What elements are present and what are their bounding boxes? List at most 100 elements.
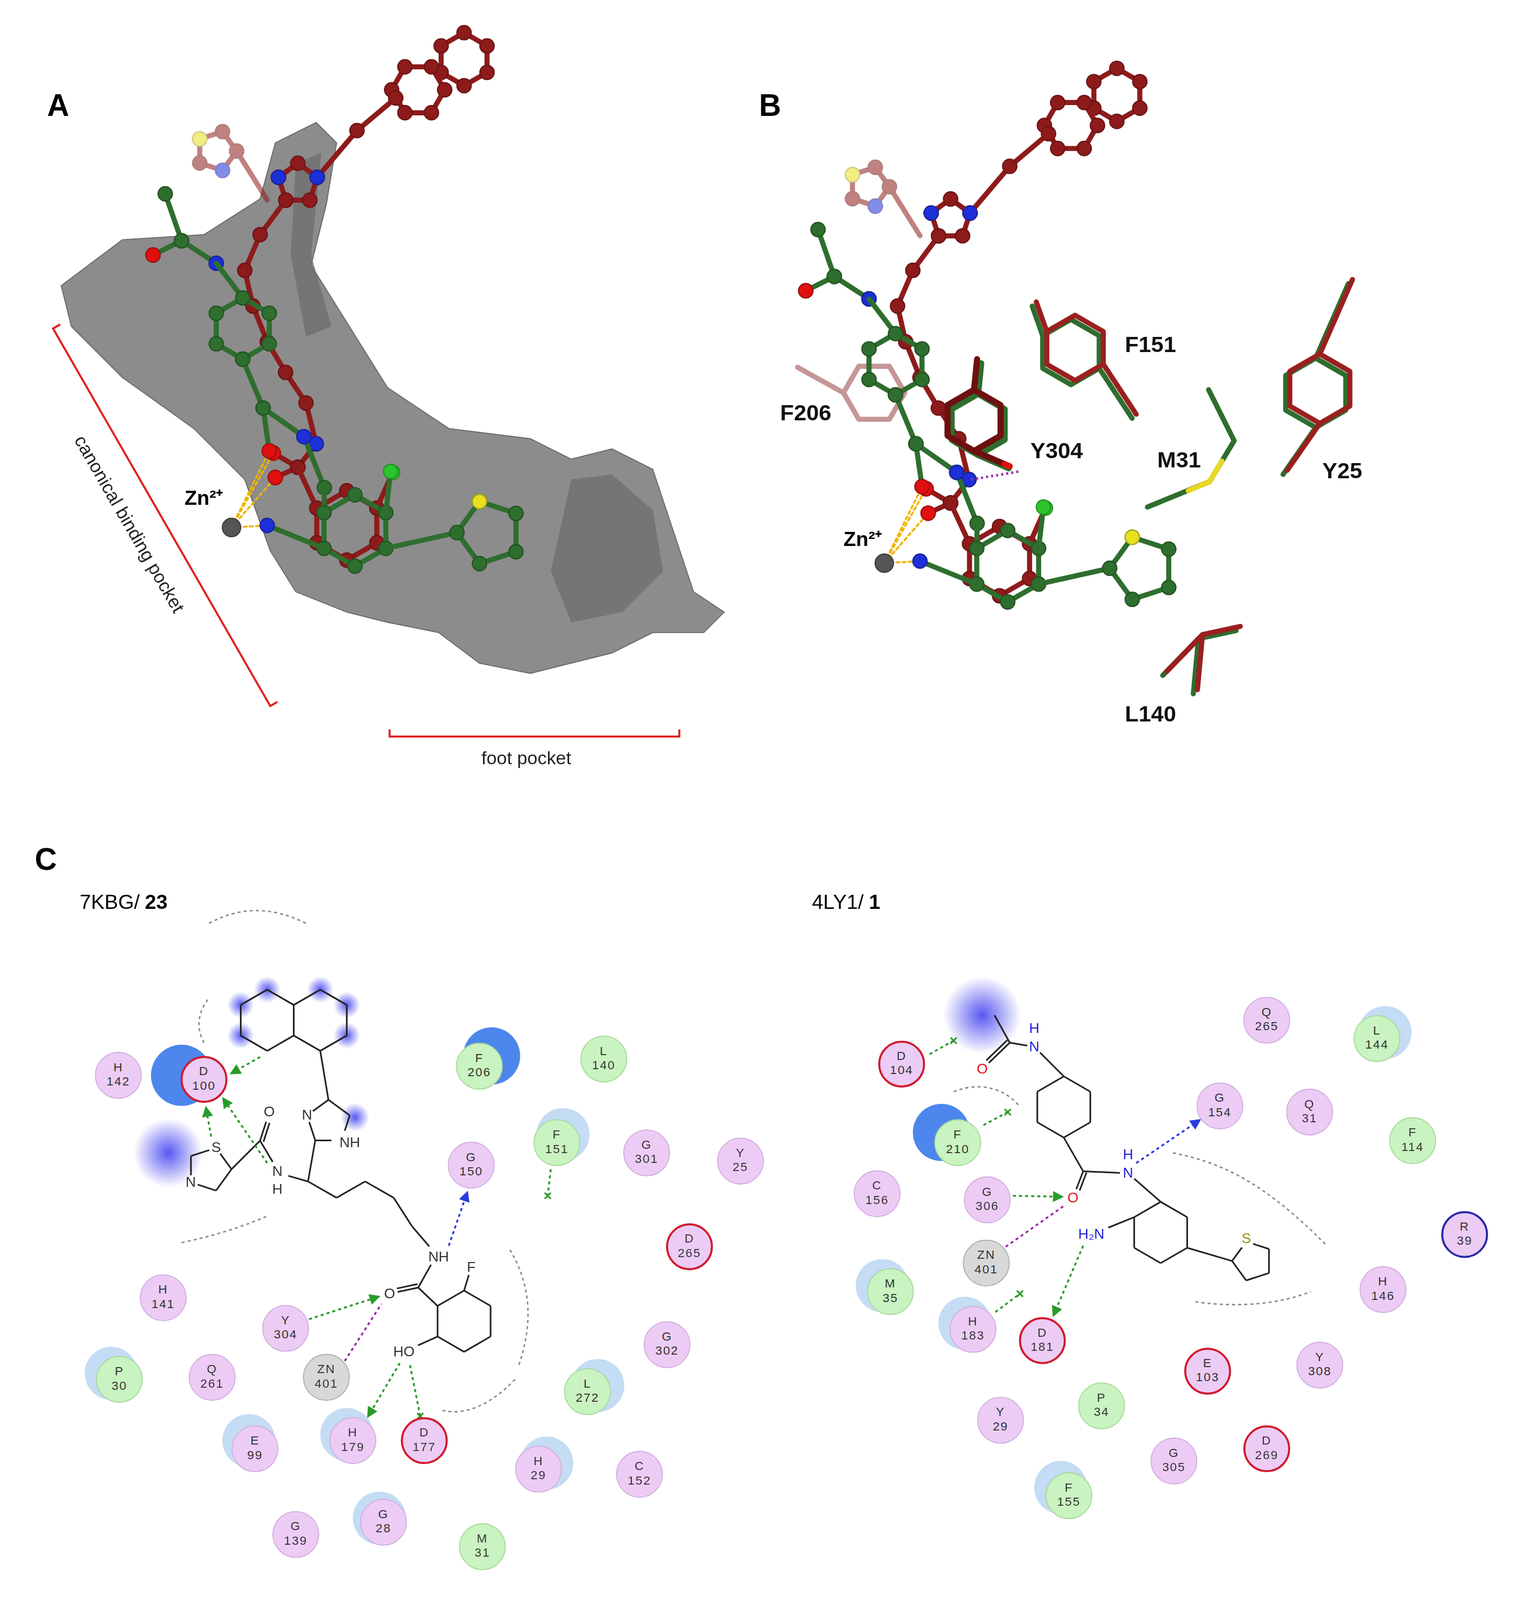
atom-ball (1125, 530, 1140, 545)
illustration-part (236, 151, 268, 200)
residue-circle: L 140 (580, 1035, 628, 1083)
atom-label: H (272, 1181, 283, 1198)
illustration-part (845, 160, 920, 236)
atom-ball (1090, 118, 1105, 133)
atom-ball (215, 162, 230, 178)
atom-ball (310, 170, 325, 185)
atom-label: F (466, 1258, 476, 1275)
residue-label: F151 (1125, 332, 1177, 358)
atom-ball (449, 525, 465, 540)
pocket-shade (290, 153, 664, 623)
bond-line (418, 1264, 432, 1288)
interaction-line (1012, 1195, 1062, 1197)
atom-ball (1050, 141, 1065, 156)
residue-label: Y 29 (992, 1405, 1009, 1434)
bond-line (1079, 1172, 1087, 1191)
panel-b-art (797, 61, 1353, 694)
residue-circle: G 139 (272, 1510, 320, 1558)
atom-ball (397, 59, 413, 74)
atom-ball (1036, 499, 1051, 514)
bond-line (267, 989, 295, 1005)
illustration-part (947, 389, 1001, 452)
illustration-part (457, 501, 517, 564)
atom-ball (908, 436, 923, 451)
residue-circle: E 103 (1184, 1347, 1232, 1395)
residue-label: H 29 (530, 1454, 547, 1483)
atom-ball (1000, 594, 1015, 609)
illustration-part (317, 98, 396, 178)
residue-label: F 210 (945, 1128, 970, 1157)
bond-line (1037, 1075, 1064, 1092)
illustration-part (1319, 279, 1353, 355)
bond-line (294, 989, 321, 1005)
residue-circle: D 177 (400, 1416, 448, 1464)
bond-line (259, 1140, 273, 1162)
atom-ball (349, 123, 364, 138)
bond-line (1245, 1272, 1269, 1281)
residue-circle: Y 29 (977, 1396, 1025, 1444)
residue-circle: D 269 (1243, 1424, 1291, 1472)
atom-ball (472, 494, 487, 509)
atom-ball (256, 400, 271, 415)
illustration-part (1046, 315, 1103, 381)
residue-label: D 177 (412, 1426, 436, 1455)
illustration-part (323, 494, 386, 567)
atom-ball (237, 263, 252, 278)
residue-circle: D 265 (666, 1222, 714, 1270)
ligand-pose (145, 25, 524, 574)
atom-ball (1109, 61, 1124, 76)
atom-ball (424, 105, 439, 120)
residue-label: H 142 (106, 1060, 130, 1089)
atom-label: H (1123, 1146, 1134, 1163)
bond-line (292, 1004, 295, 1036)
illustration-part (216, 297, 270, 359)
bond-line (464, 1290, 491, 1306)
atom-label: NH (428, 1248, 449, 1265)
atom-ball (479, 38, 494, 54)
illustration-part (797, 367, 844, 393)
residue-label: P 30 (111, 1365, 128, 1394)
residue-label: D 269 (1255, 1434, 1279, 1463)
bond-line (994, 1014, 1010, 1043)
residue-label: G 302 (655, 1330, 679, 1359)
atom-ball (268, 470, 283, 485)
residue-label: E 99 (246, 1434, 263, 1463)
atom-ball (1125, 591, 1140, 606)
interaction-line (1005, 1205, 1064, 1246)
bond-line (1252, 1243, 1270, 1249)
bond-line (364, 1180, 394, 1198)
atom-ball (145, 247, 160, 263)
interaction-cross (950, 1037, 957, 1044)
solvent-blob (340, 1102, 370, 1132)
atom-ball (229, 144, 244, 159)
bond-line (216, 1169, 232, 1191)
residue-circle: G 305 (1150, 1437, 1198, 1485)
bond-line (436, 1305, 439, 1337)
illustration-part (242, 358, 325, 488)
residue-circle: F 210 (934, 1118, 982, 1166)
residue-circle: Q 31 (1286, 1088, 1334, 1136)
residue-label: G 150 (459, 1150, 483, 1179)
illustration-part (974, 451, 1005, 465)
pocket-contour (209, 910, 306, 924)
atom-ball (347, 558, 362, 573)
illustration-part (889, 186, 921, 236)
residue-circle: ZN 401 (302, 1353, 350, 1401)
residue-circle: Y 308 (1296, 1341, 1344, 1389)
bracket-line (53, 324, 278, 706)
bond-line (346, 1004, 348, 1036)
residue-label: Q 261 (200, 1362, 224, 1392)
residue-label: G 154 (1208, 1091, 1232, 1120)
atom-ball (1125, 530, 1140, 545)
interaction-cross (1004, 1108, 1011, 1115)
residue-circle: P 30 (95, 1355, 143, 1403)
atom-ball (905, 263, 920, 278)
atom-label: N (185, 1174, 197, 1191)
bond-line (464, 1336, 491, 1352)
illustration-part (895, 394, 978, 524)
atom-ball (296, 429, 311, 444)
bond-line (1089, 1091, 1092, 1122)
illustration-part (1038, 568, 1110, 584)
residue-label: F206 (780, 400, 832, 426)
